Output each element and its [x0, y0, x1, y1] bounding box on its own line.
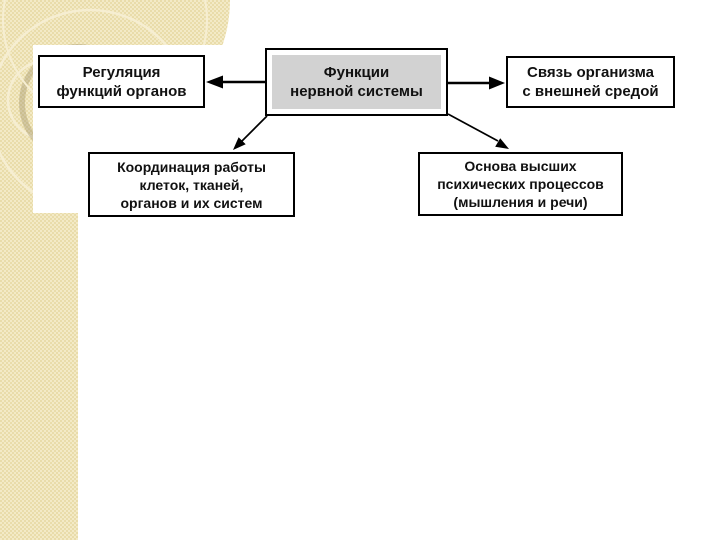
node-line: Функции	[323, 64, 390, 81]
node-line: Координация работы	[117, 158, 266, 175]
node-line: клеток, тканей,	[139, 176, 244, 193]
node-line: функций органов	[56, 82, 187, 100]
node-line: Основа высших	[464, 158, 577, 174]
node-functions: Функции нервной системы	[265, 48, 448, 116]
node-line: (мышления и речи)	[453, 194, 588, 210]
node-environment: Связь организма с внешней средой	[506, 56, 675, 108]
node-line: органов и их систем	[120, 194, 263, 211]
node-mental-processes: Основа высших психических процессов (мыш…	[418, 152, 623, 216]
node-coordination: Координация работы клеток, тканей, орган…	[88, 152, 295, 217]
node-line: с внешней средой	[522, 83, 659, 100]
node-line: психических процессов	[437, 176, 604, 192]
node-regulation: Регуляция функций органов	[38, 55, 205, 108]
node-line: Регуляция	[82, 63, 161, 81]
node-functions-fill: Функции нервной системы	[272, 55, 441, 109]
node-line: Связь организма	[527, 64, 654, 81]
node-line: нервной системы	[290, 83, 423, 100]
